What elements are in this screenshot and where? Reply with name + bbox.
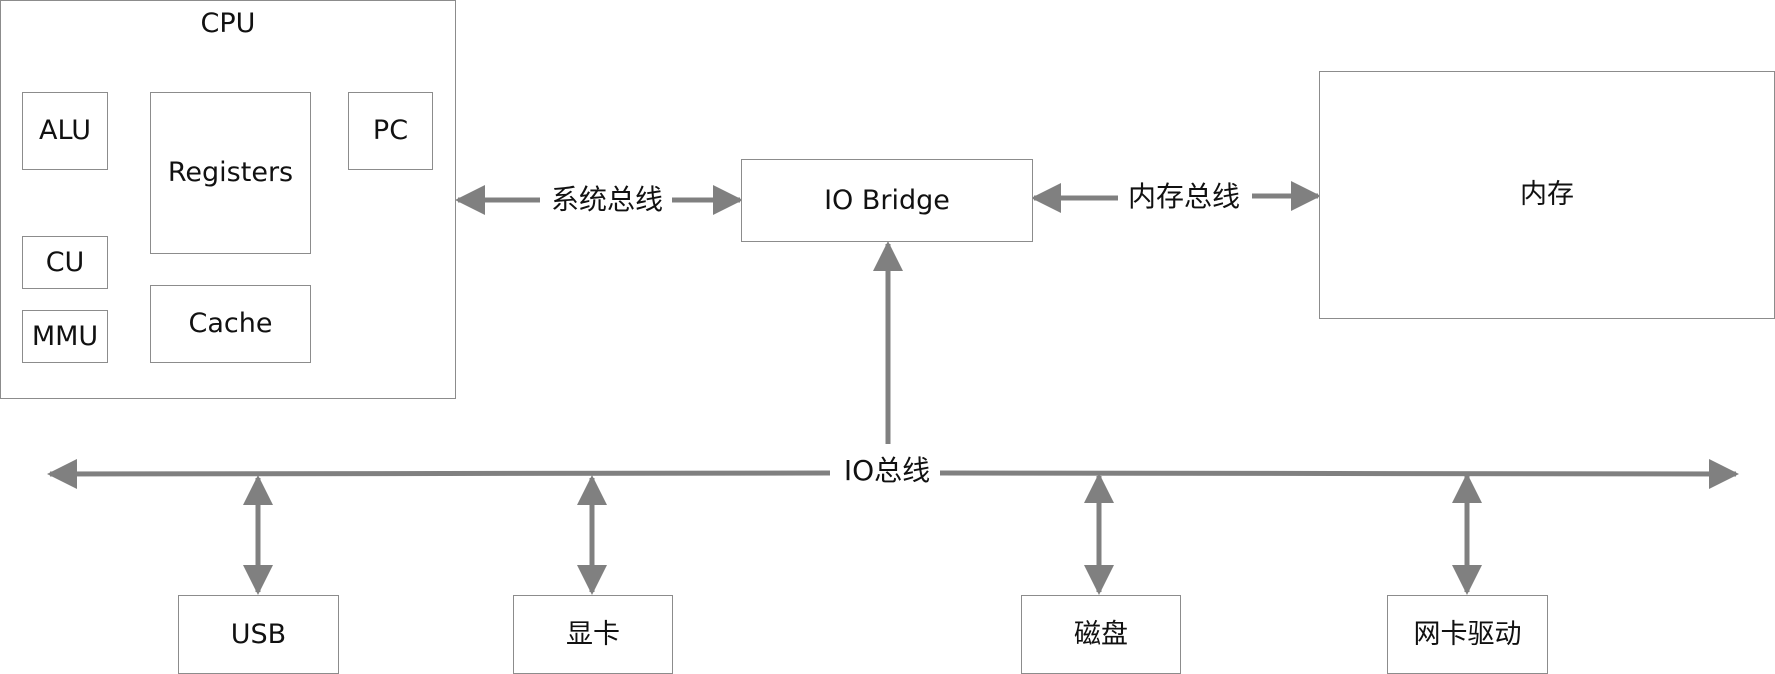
io-bridge-box: IO Bridge <box>741 159 1033 242</box>
gpu-box: 显卡 <box>513 595 673 674</box>
system-bus-label: 系统总线 <box>544 186 670 214</box>
pc-box: PC <box>348 92 433 170</box>
cu-box: CU <box>22 236 108 289</box>
io-bus-line-right <box>939 458 1739 489</box>
registers-box: Registers <box>150 92 311 254</box>
memory-box: 内存 <box>1319 71 1775 319</box>
nic-box: 网卡驱动 <box>1387 595 1548 674</box>
alu-box: ALU <box>22 92 108 170</box>
disk-box: 磁盘 <box>1021 595 1181 674</box>
cpu-title: CPU <box>200 8 256 39</box>
io-bus-line-left <box>47 458 831 489</box>
mmu-box: MMU <box>22 310 108 363</box>
cache-box: Cache <box>150 285 311 363</box>
memory-bus-label: 内存总线 <box>1121 183 1247 211</box>
usb-box: USB <box>178 595 339 674</box>
io-bus-label: IO总线 <box>837 457 937 485</box>
